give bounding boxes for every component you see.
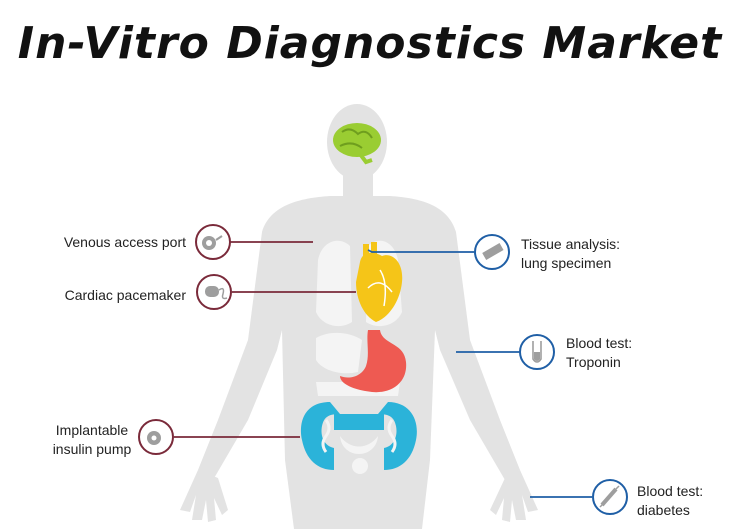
- syringe-icon: [592, 479, 628, 515]
- label-tissue-analysis: Tissue analysis: lung specimen: [521, 235, 651, 273]
- stomach: [340, 330, 407, 393]
- label-tissue-analysis-line1: Tissue analysis:: [521, 236, 621, 252]
- label-venous-access-port: Venous access port: [63, 234, 186, 250]
- label-diabetes: Blood test: diabetes: [637, 482, 727, 520]
- port-icon: [195, 224, 231, 260]
- label-tissue-analysis-line2: lung specimen: [521, 255, 612, 271]
- pacemaker-icon: [196, 274, 232, 310]
- label-insulin-pump-line2: insulin pump: [52, 441, 132, 457]
- heart: [356, 242, 403, 322]
- label-cardiac-pacemaker: Cardiac pacemaker: [64, 287, 186, 303]
- page-title: In-Vitro Diagnostics Market: [17, 18, 723, 69]
- label-insulin-pump: Implantable insulin pump: [42, 421, 142, 459]
- liver: [316, 332, 362, 374]
- implant-lines: [174, 241, 356, 438]
- diagnostic-lines: [367, 249, 592, 498]
- brain: [333, 123, 381, 165]
- slide-icon: [474, 234, 510, 270]
- label-insulin-pump-line1: Implantable: [55, 422, 129, 438]
- label-troponin: Blood test: Troponin: [566, 334, 666, 372]
- insulin-pump-icon: [138, 419, 174, 455]
- label-troponin-line2: Troponin: [566, 354, 621, 370]
- test-tube-icon: [519, 334, 555, 370]
- label-troponin-line1: Blood test:: [566, 335, 633, 351]
- intestines: [301, 402, 417, 474]
- label-diabetes-line2: diabetes: [637, 502, 690, 518]
- label-diabetes-line1: Blood test:: [637, 483, 704, 499]
